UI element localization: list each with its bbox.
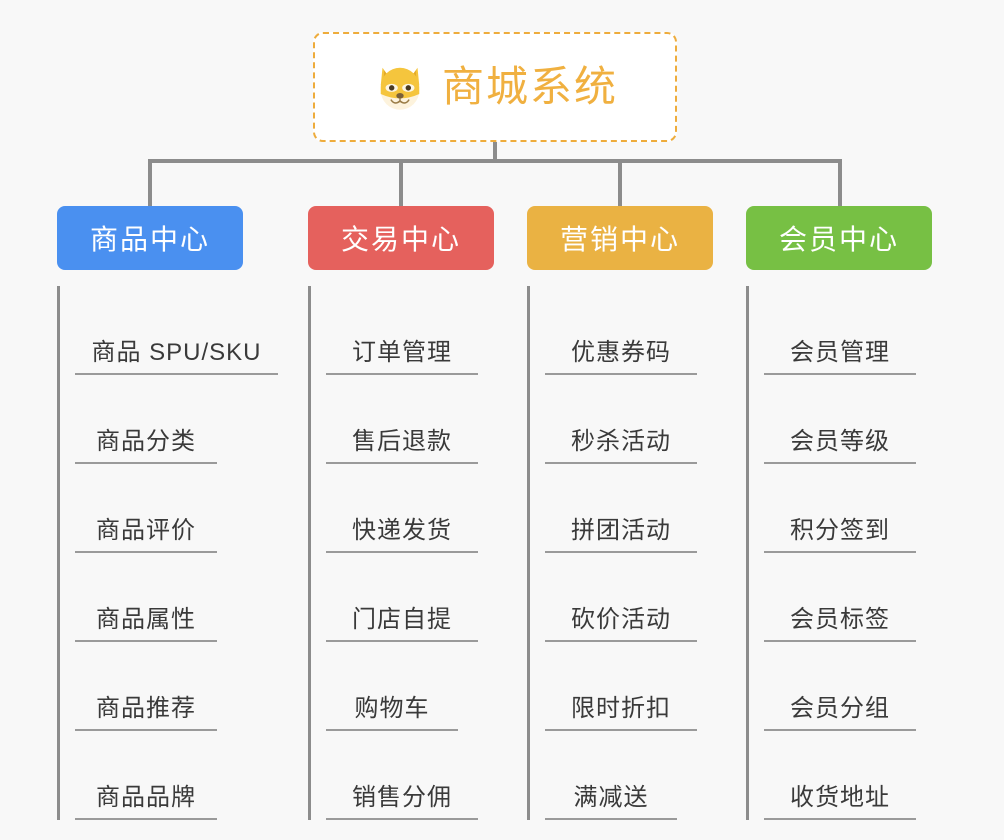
category-header-marketing[interactable]: 营销中心 bbox=[527, 206, 713, 270]
category-column-marketing: 营销中心优惠券码秒杀活动拼团活动砍价活动限时折扣满减送 bbox=[527, 206, 713, 820]
category-header-label: 营销中心 bbox=[559, 224, 680, 255]
leaf-item-label: 门店自提 bbox=[352, 605, 452, 633]
category-header-label: 商品中心 bbox=[89, 224, 210, 255]
leaf-list-trade: 订单管理售后退款快递发货门店自提购物车销售分佣 bbox=[308, 286, 494, 820]
leaf-underline: 商品评价 bbox=[75, 516, 217, 553]
leaf-underline: 订单管理 bbox=[326, 338, 478, 375]
connector-drop-product bbox=[148, 159, 152, 209]
category-header-member[interactable]: 会员中心 bbox=[746, 206, 932, 270]
leaf-item[interactable]: 购物车 bbox=[326, 642, 494, 731]
leaf-underline: 售后退款 bbox=[326, 427, 478, 464]
connector-root-stem bbox=[493, 142, 497, 162]
leaf-item[interactable]: 门店自提 bbox=[326, 553, 494, 642]
leaf-item[interactable]: 砍价活动 bbox=[545, 553, 713, 642]
leaf-item[interactable]: 快递发货 bbox=[326, 464, 494, 553]
leaf-item-label: 商品品牌 bbox=[96, 783, 196, 811]
connector-drop-member bbox=[838, 159, 842, 209]
leaf-underline: 商品 SPU/SKU bbox=[75, 338, 278, 375]
leaf-underline: 满减送 bbox=[545, 783, 677, 820]
leaf-item-label: 商品 SPU/SKU bbox=[91, 338, 262, 366]
leaf-item-label: 商品分类 bbox=[96, 427, 196, 455]
connector-drop-trade bbox=[399, 159, 403, 209]
leaf-item-label: 优惠券码 bbox=[571, 338, 671, 366]
leaf-item[interactable]: 销售分佣 bbox=[326, 731, 494, 820]
category-header-product[interactable]: 商品中心 bbox=[57, 206, 243, 270]
leaf-underline: 商品品牌 bbox=[75, 783, 217, 820]
leaf-item[interactable]: 优惠券码 bbox=[545, 286, 713, 375]
leaf-item[interactable]: 会员标签 bbox=[764, 553, 932, 642]
leaf-underline: 会员等级 bbox=[764, 427, 916, 464]
leaf-item[interactable]: 订单管理 bbox=[326, 286, 494, 375]
leaf-item[interactable]: 商品品牌 bbox=[75, 731, 243, 820]
leaf-item-label: 订单管理 bbox=[352, 338, 452, 366]
leaf-item[interactable]: 会员等级 bbox=[764, 375, 932, 464]
leaf-item-label: 购物车 bbox=[354, 694, 430, 722]
category-header-label: 会员中心 bbox=[778, 224, 899, 255]
leaf-item-label: 快递发货 bbox=[352, 516, 452, 544]
leaf-item-label: 商品属性 bbox=[96, 605, 196, 633]
leaf-list-marketing: 优惠券码秒杀活动拼团活动砍价活动限时折扣满减送 bbox=[527, 286, 713, 820]
category-column-trade: 交易中心订单管理售后退款快递发货门店自提购物车销售分佣 bbox=[308, 206, 494, 820]
leaf-item[interactable]: 秒杀活动 bbox=[545, 375, 713, 464]
leaf-item-label: 商品推荐 bbox=[96, 694, 196, 722]
leaf-underline: 限时折扣 bbox=[545, 694, 697, 731]
leaf-underline: 会员标签 bbox=[764, 605, 916, 642]
leaf-item[interactable]: 商品评价 bbox=[75, 464, 243, 553]
leaf-item-label: 砍价活动 bbox=[571, 605, 671, 633]
leaf-item[interactable]: 会员管理 bbox=[764, 286, 932, 375]
category-header-trade[interactable]: 交易中心 bbox=[308, 206, 494, 270]
connector-drop-marketing bbox=[618, 159, 622, 209]
leaf-item-label: 售后退款 bbox=[352, 427, 452, 455]
leaf-underline: 门店自提 bbox=[326, 605, 478, 642]
leaf-underline: 商品分类 bbox=[75, 427, 217, 464]
leaf-underline: 积分签到 bbox=[764, 516, 916, 553]
leaf-underline: 销售分佣 bbox=[326, 783, 478, 820]
leaf-item[interactable]: 会员分组 bbox=[764, 642, 932, 731]
leaf-item-label: 销售分佣 bbox=[352, 783, 452, 811]
leaf-underline: 秒杀活动 bbox=[545, 427, 697, 464]
root-title: 商城系统 bbox=[441, 63, 618, 110]
leaf-item[interactable]: 拼团活动 bbox=[545, 464, 713, 553]
root-node[interactable]: 商城系统 bbox=[313, 32, 677, 142]
leaf-item-label: 会员等级 bbox=[790, 427, 890, 455]
leaf-item-label: 满减送 bbox=[573, 783, 649, 811]
shiba-dog-face-icon bbox=[372, 59, 428, 115]
leaf-underline: 收货地址 bbox=[764, 783, 916, 820]
leaf-item[interactable]: 满减送 bbox=[545, 731, 713, 820]
leaf-underline: 购物车 bbox=[326, 694, 458, 731]
leaf-underline: 会员管理 bbox=[764, 338, 916, 375]
connector-bus bbox=[148, 159, 842, 163]
leaf-underline: 优惠券码 bbox=[545, 338, 697, 375]
leaf-list-member: 会员管理会员等级积分签到会员标签会员分组收货地址 bbox=[746, 286, 932, 820]
category-column-member: 会员中心会员管理会员等级积分签到会员标签会员分组收货地址 bbox=[746, 206, 932, 820]
leaf-item[interactable]: 商品 SPU/SKU bbox=[75, 286, 278, 375]
leaf-item[interactable]: 商品分类 bbox=[75, 375, 243, 464]
leaf-item[interactable]: 商品推荐 bbox=[75, 642, 243, 731]
leaf-item-label: 商品评价 bbox=[96, 516, 196, 544]
leaf-underline: 商品属性 bbox=[75, 605, 217, 642]
leaf-item[interactable]: 限时折扣 bbox=[545, 642, 713, 731]
leaf-item-label: 会员管理 bbox=[790, 338, 890, 366]
leaf-item[interactable]: 积分签到 bbox=[764, 464, 932, 553]
leaf-item-label: 限时折扣 bbox=[571, 694, 671, 722]
leaf-item-label: 秒杀活动 bbox=[571, 427, 671, 455]
leaf-item[interactable]: 商品属性 bbox=[75, 553, 243, 642]
leaf-underline: 商品推荐 bbox=[75, 694, 217, 731]
leaf-item-label: 积分签到 bbox=[790, 516, 890, 544]
category-column-product: 商品中心商品 SPU/SKU 商品分类商品评价商品属性商品推荐商品品牌 bbox=[57, 206, 278, 820]
leaf-item-label: 拼团活动 bbox=[571, 516, 671, 544]
leaf-item-label: 会员分组 bbox=[790, 694, 890, 722]
leaf-underline: 拼团活动 bbox=[545, 516, 697, 553]
leaf-item[interactable]: 收货地址 bbox=[764, 731, 932, 820]
leaf-item[interactable]: 售后退款 bbox=[326, 375, 494, 464]
category-header-label: 交易中心 bbox=[340, 224, 461, 255]
leaf-underline: 砍价活动 bbox=[545, 605, 697, 642]
leaf-list-product: 商品 SPU/SKU 商品分类商品评价商品属性商品推荐商品品牌 bbox=[57, 286, 278, 820]
leaf-underline: 会员分组 bbox=[764, 694, 916, 731]
leaf-item-label: 收货地址 bbox=[790, 783, 890, 811]
leaf-underline: 快递发货 bbox=[326, 516, 478, 553]
leaf-item-label: 会员标签 bbox=[790, 605, 890, 633]
